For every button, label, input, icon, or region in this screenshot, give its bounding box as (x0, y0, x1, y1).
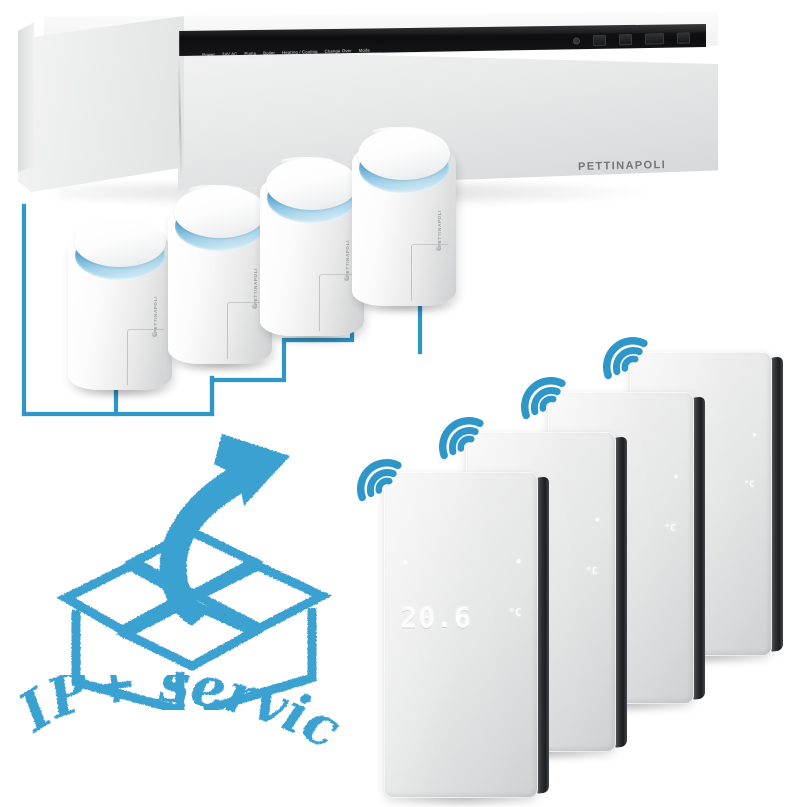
ip-plus-service-stamp: IP+ service (8, 420, 348, 790)
wifi-icon: ● (515, 555, 522, 567)
thermostat-3-edge (693, 396, 705, 700)
actuator-3-logo-dot-icon (343, 276, 349, 282)
box-flap-top (124, 526, 264, 600)
thermal-actuator-3[interactable]: PETTINAPOLI (260, 157, 364, 344)
actuator-2-cap-gloss (188, 185, 242, 194)
terminal-port-1[interactable] (592, 34, 607, 47)
strip-label-changeover: Change Over (324, 47, 352, 54)
svg-text:IP+ service: IP+ service (8, 675, 348, 761)
thermal-actuator-2[interactable]: PETTINAPOLI (168, 185, 272, 372)
controller-body: Power 24V AC Pump Boiler Heating / Cooli… (18, 6, 718, 202)
status-led-icon (572, 37, 581, 45)
wifi-arc-inner (457, 435, 475, 452)
wifi-arc-inner (375, 477, 393, 494)
wifi-signal-4 (602, 337, 648, 380)
wifi-arc-outer (438, 417, 484, 460)
controller-brand-label: PETTINAPOLI (577, 159, 667, 173)
actuator-4-cap-gloss (372, 127, 426, 136)
actuator-3-cap-gloss (280, 157, 334, 166)
wifi-arc-outer (602, 337, 648, 380)
thermostat-4-edge (771, 356, 783, 652)
wifi-icon: ● (594, 514, 601, 525)
thermostat-1-bevel (384, 472, 538, 798)
actuator-2-brand-label: PETTINAPOLI (253, 267, 259, 305)
thermostat-1-unit: °C (508, 605, 522, 619)
thermostat-1-display: ♦ ● 20.6 °C (398, 555, 524, 713)
wifi-arc-inner (539, 395, 557, 412)
terminal-port-4[interactable] (676, 32, 691, 44)
open-box-with-arrow-icon (56, 434, 333, 710)
wifi-arc-outer (520, 377, 566, 420)
wifi-arc-mid (448, 427, 479, 456)
box-flap-bottom (115, 597, 265, 672)
actuator-1-brand-label: PETTINAPOLI (153, 296, 159, 334)
actuator-3-cap (266, 157, 358, 210)
actuator-1-cap (74, 215, 166, 267)
thermostat-1-face: ♦ ● 20.6 °C (384, 472, 538, 798)
strip-port-row (572, 32, 691, 47)
thermostat-2-unit: °C (585, 566, 598, 578)
thermal-actuator-4[interactable]: PETTINAPOLI (352, 127, 456, 314)
controller-left-edge (18, 22, 34, 172)
wifi-signal-1 (356, 459, 402, 502)
thermostat-1-edge (537, 476, 549, 794)
stamp-label: IP+ service (8, 675, 348, 785)
controller-left-end-cap (18, 16, 184, 192)
actuator-4-brand-label: PETTINAPOLI (437, 209, 443, 247)
actuator-1-logo-dot-icon (151, 331, 157, 337)
wifi-arc-mid (530, 387, 561, 416)
manifold-controller: Power 24V AC Pump Boiler Heating / Cooli… (18, 6, 718, 208)
stamp-label-text: IP+ service (8, 675, 348, 761)
stamp-label-svg: IP+ service (8, 675, 348, 761)
terminal-port-2[interactable] (618, 33, 633, 46)
thermostat-2-edge (615, 436, 627, 748)
actuator-2-cap (174, 185, 266, 238)
actuator-4-cap (358, 127, 450, 180)
wifi-icon: ● (673, 472, 679, 482)
flame-icon: ♦ (402, 557, 409, 569)
room-thermostat-1[interactable]: ♦ ● 20.6 °C (384, 472, 549, 807)
actuator-2-logo-dot-icon (251, 304, 257, 310)
wifi-arc-outer (356, 459, 402, 502)
terminal-port-3[interactable] (644, 33, 665, 45)
wifi-arc-mid (366, 469, 397, 498)
strip-label-mode: Mode (358, 47, 371, 53)
actuator-2-latch (227, 301, 264, 360)
arrow-curve (159, 462, 254, 626)
box-body-left (71, 610, 182, 710)
wifi-arc-inner (621, 355, 639, 372)
wifi-icon: ● (752, 430, 757, 440)
actuator-4-latch (411, 243, 448, 302)
box-body-right (202, 608, 317, 710)
actuator-1-cap-gloss (88, 215, 142, 224)
thermostat-3-unit: °C (664, 523, 677, 535)
actuator-3-latch (319, 273, 356, 332)
actuator-4-logo-dot-icon (435, 246, 441, 252)
wifi-arc-mid (612, 347, 643, 376)
arrow-head (214, 434, 290, 506)
thermostat-1-temperature: 20.6 (400, 600, 472, 634)
wifi-signal-3 (520, 377, 566, 420)
thermostat-4-unit: °C (743, 479, 755, 490)
actuator-3-brand-label: PETTINAPOLI (345, 239, 351, 277)
thermal-actuator-1[interactable]: PETTINAPOLI (68, 215, 172, 398)
box-flap-right (188, 561, 333, 634)
actuator-1-latch (127, 329, 164, 386)
wifi-signal-2 (438, 417, 484, 460)
